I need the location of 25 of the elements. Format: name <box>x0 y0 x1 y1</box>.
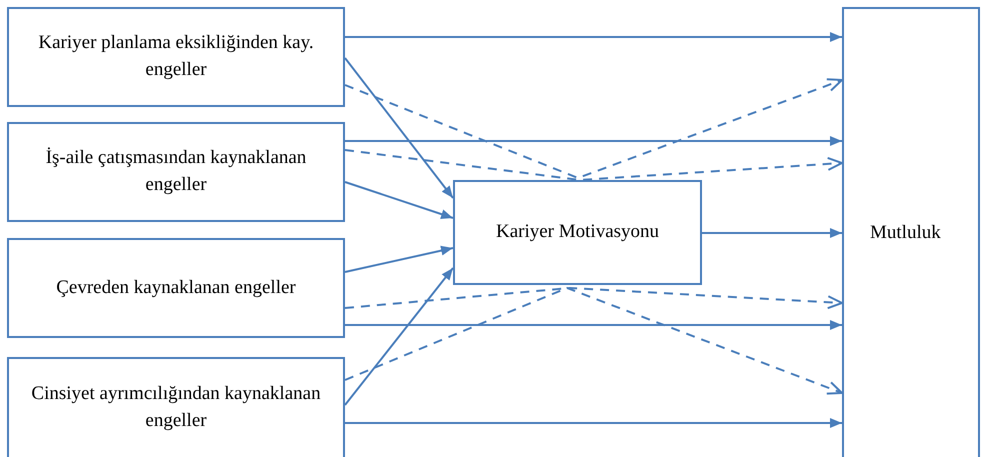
dashed-arrow <box>344 287 843 310</box>
dashed-arrow <box>344 78 843 180</box>
dashed-arrow <box>344 286 843 395</box>
arrow <box>345 136 842 146</box>
factor-box <box>7 7 345 107</box>
node-label: Kariyer Motivasyonu <box>496 220 660 244</box>
node-label: Çevreden kaynaklanan engeller <box>56 276 296 300</box>
mediator-box <box>453 180 702 285</box>
node-label: Mutluluk <box>870 220 941 245</box>
dashed-arrow <box>344 149 843 181</box>
factor-box <box>7 238 345 338</box>
node-label: Cinsiyet ayrımcılığından kaynaklanan engeller <box>30 382 322 433</box>
node-label: Kariyer planlama eksikliğinden kay. engeller <box>37 31 315 82</box>
arrow <box>345 418 842 428</box>
node-label: İş-aile çatışmasından kaynaklanan engeller <box>44 146 308 197</box>
factor-box <box>7 122 345 222</box>
outcome-box <box>842 7 980 457</box>
factor-box <box>7 357 345 457</box>
arrow <box>344 246 454 273</box>
arrow <box>702 228 842 238</box>
arrow <box>344 267 454 406</box>
arrow <box>345 320 842 330</box>
arrow <box>345 32 842 42</box>
arrow <box>344 181 454 219</box>
arrow <box>344 57 454 199</box>
